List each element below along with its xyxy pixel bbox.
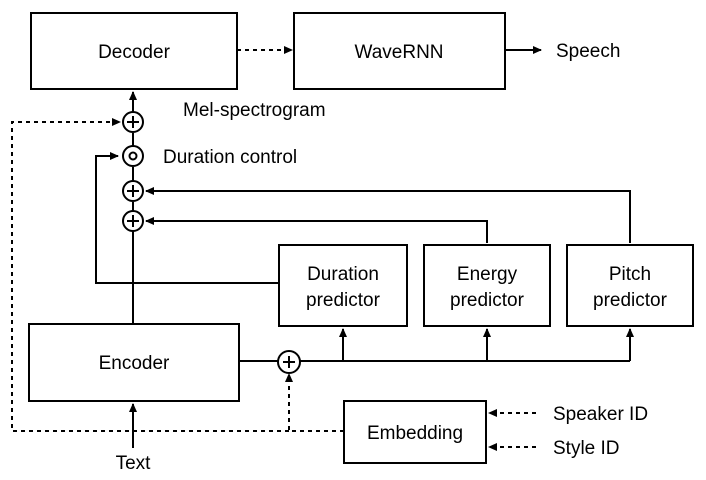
speaker-id-label: Speaker ID xyxy=(553,404,648,425)
wavernn-block: WaveRNN xyxy=(293,12,506,90)
duration-control-label: Duration control xyxy=(163,147,297,168)
duration-control-arrow xyxy=(95,152,279,284)
embedding-to-mel-adder-arrow xyxy=(11,118,289,432)
pitch-add-op-icon xyxy=(122,180,144,202)
wavernn-label: WaveRNN xyxy=(354,42,443,63)
encoder-label: Encoder xyxy=(99,353,170,374)
mel-add-op-icon xyxy=(122,111,144,133)
energy-predictor-label-line2: predictor xyxy=(450,290,525,311)
pitch-predictor-block: Pitch predictor xyxy=(566,244,694,327)
energy-add-op-icon xyxy=(122,210,144,232)
embedding-to-adder-arrow xyxy=(285,373,344,432)
energy-to-adder-arrow xyxy=(145,217,488,243)
embedding-add-op-icon xyxy=(277,350,301,374)
duration-predictor-label-line1: Duration xyxy=(307,264,379,285)
style-id-label: Style ID xyxy=(553,438,620,459)
embedding-label: Embedding xyxy=(367,423,463,444)
pitch-predictor-label-line1: Pitch xyxy=(609,264,651,285)
pitch-predictor-label-line2: predictor xyxy=(593,290,668,311)
embedding-block: Embedding xyxy=(343,400,487,464)
decoder-block: Decoder xyxy=(30,12,238,90)
speech-label: Speech xyxy=(556,41,620,62)
pitch-to-adder-arrow xyxy=(145,187,631,243)
energy-predictor-block: Energy predictor xyxy=(423,244,551,327)
duration-predictor-block: Duration predictor xyxy=(278,244,408,327)
text-input-label: Text xyxy=(116,453,152,474)
decoder-label: Decoder xyxy=(98,42,170,63)
encoder-block: Encoder xyxy=(28,323,240,402)
duration-control-op-icon xyxy=(122,145,144,167)
mel-spectrogram-label: Mel-spectrogram xyxy=(183,100,326,121)
energy-predictor-label-line1: Energy xyxy=(457,264,518,285)
duration-predictor-label-line2: predictor xyxy=(306,290,381,311)
